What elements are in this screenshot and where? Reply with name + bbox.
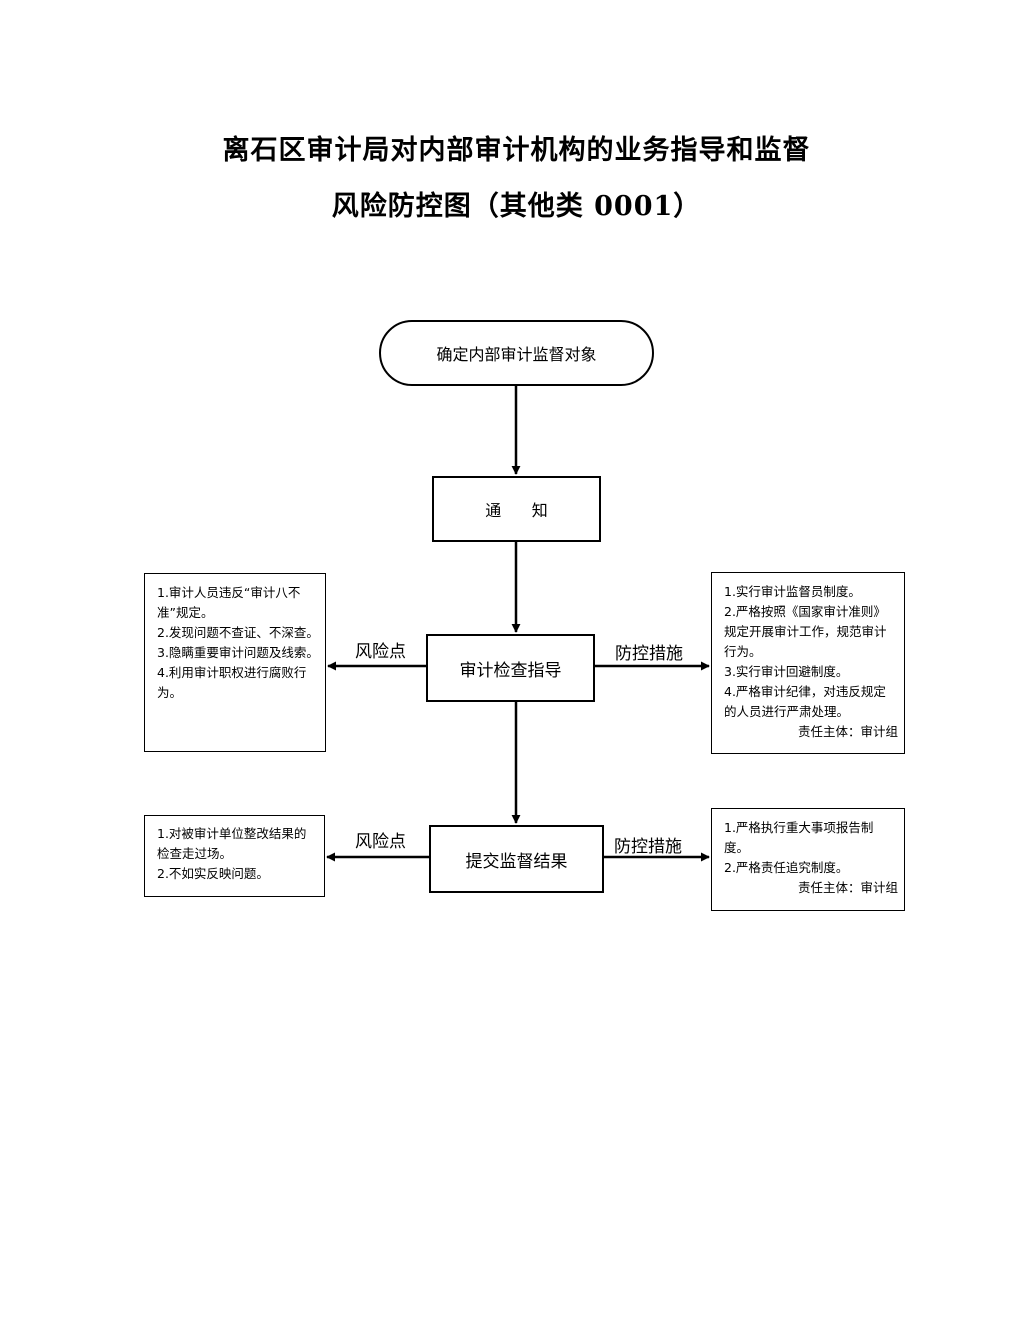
notify-node: 通 知 (432, 476, 601, 542)
risk-item: 2.不如实反映问题。 (157, 866, 269, 881)
risk-box-check: 1.审计人员违反“审计八不准”规定。 2.发现问题不查证、不深查。 3.隐瞒重要… (144, 573, 326, 752)
risk-item: 2.发现问题不查证、不深查。 (157, 625, 319, 640)
risk-item: 4.利用审计职权进行腐败行为。 (157, 665, 307, 700)
audit-check-node: 审计检查指导 (426, 634, 595, 702)
risk-box-submit: 1.对被审计单位整改结果的检查走过场。 2.不如实反映问题。 (144, 815, 325, 897)
page-title-line-2: 风险防控图（其他类 0001） (331, 191, 702, 222)
control-box-submit: 1.严格执行重大事项报告制度。 2.严格责任追究制度。 责任主体：审计组 (711, 808, 905, 911)
control-item: 1.实行审计监督员制度。 (724, 584, 861, 599)
responsible-party: 责任主体：审计组 (797, 724, 898, 739)
risk-item: 1.审计人员违反“审计八不准”规定。 (157, 585, 301, 620)
control-item: 2.严格责任追究制度。 (724, 860, 849, 875)
start-node: 确定内部审计监督对象 (379, 320, 654, 386)
control-label-check: 防控措施 (615, 644, 683, 664)
control-item: 2.严格按照《国家审计准则》规定开展审计工作，规范审计行为。 (724, 604, 887, 659)
responsible-party: 责任主体：审计组 (797, 880, 898, 895)
submit-results-node: 提交监督结果 (429, 825, 604, 893)
page-title-line-1: 离石区审计局对内部审计机构的业务指导和监督 (222, 135, 811, 166)
risk-label-check: 风险点 (355, 642, 406, 662)
risk-label-submit: 风险点 (355, 832, 406, 852)
control-box-check: 1.实行审计监督员制度。 2.严格按照《国家审计准则》规定开展审计工作，规范审计… (711, 572, 905, 754)
control-item: 3.实行审计回避制度。 (724, 664, 849, 679)
control-item: 4.严格审计纪律，对违反规定的人员进行严肃处理。 (724, 684, 886, 719)
risk-item: 1.对被审计单位整改结果的检查走过场。 (157, 826, 307, 861)
control-label-submit: 防控措施 (614, 837, 682, 857)
control-item: 1.严格执行重大事项报告制度。 (724, 820, 874, 855)
risk-item: 3.隐瞒重要审计问题及线索。 (157, 645, 319, 660)
